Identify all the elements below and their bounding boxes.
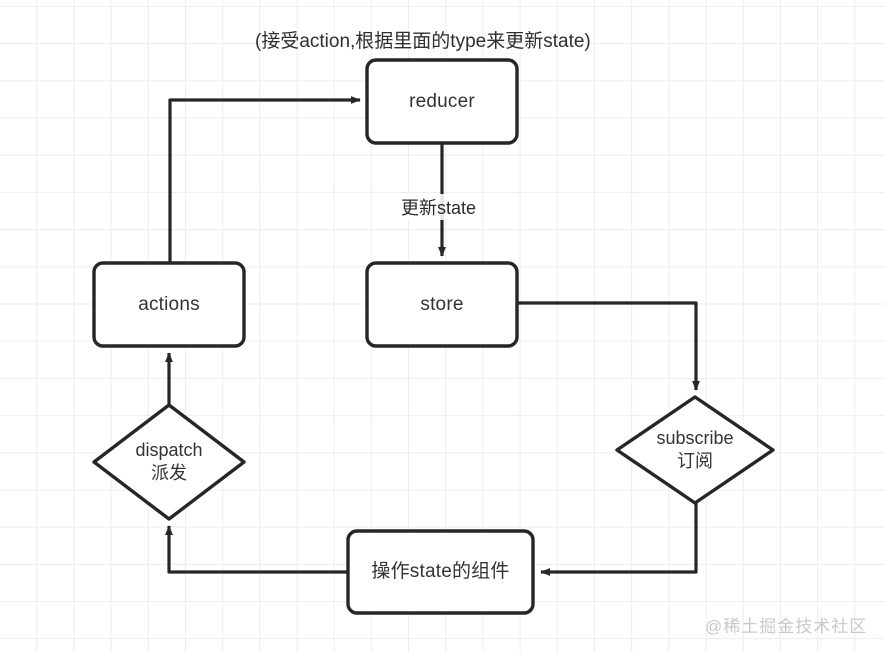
node-component-shape[interactable] [346,529,535,615]
node-reducer-shape[interactable] [365,58,519,145]
node-subscribe-shape[interactable] [615,395,775,505]
node-actions-shape[interactable] [92,261,246,348]
edge-actions-to-reducer [168,96,361,263]
watermark: @稀土掘金技术社区 [705,617,868,636]
node-store-shape[interactable] [365,261,519,348]
diagram-caption: (接受action,根据里面的type来更新state) [255,31,591,52]
edge-label-update-state: 更新state [398,194,480,220]
edge-subscribe-to-component [540,503,698,576]
edge-store-to-subscribe [517,301,700,391]
edge-component-to-dispatch [165,525,348,574]
node-dispatch-shape[interactable] [92,403,246,521]
